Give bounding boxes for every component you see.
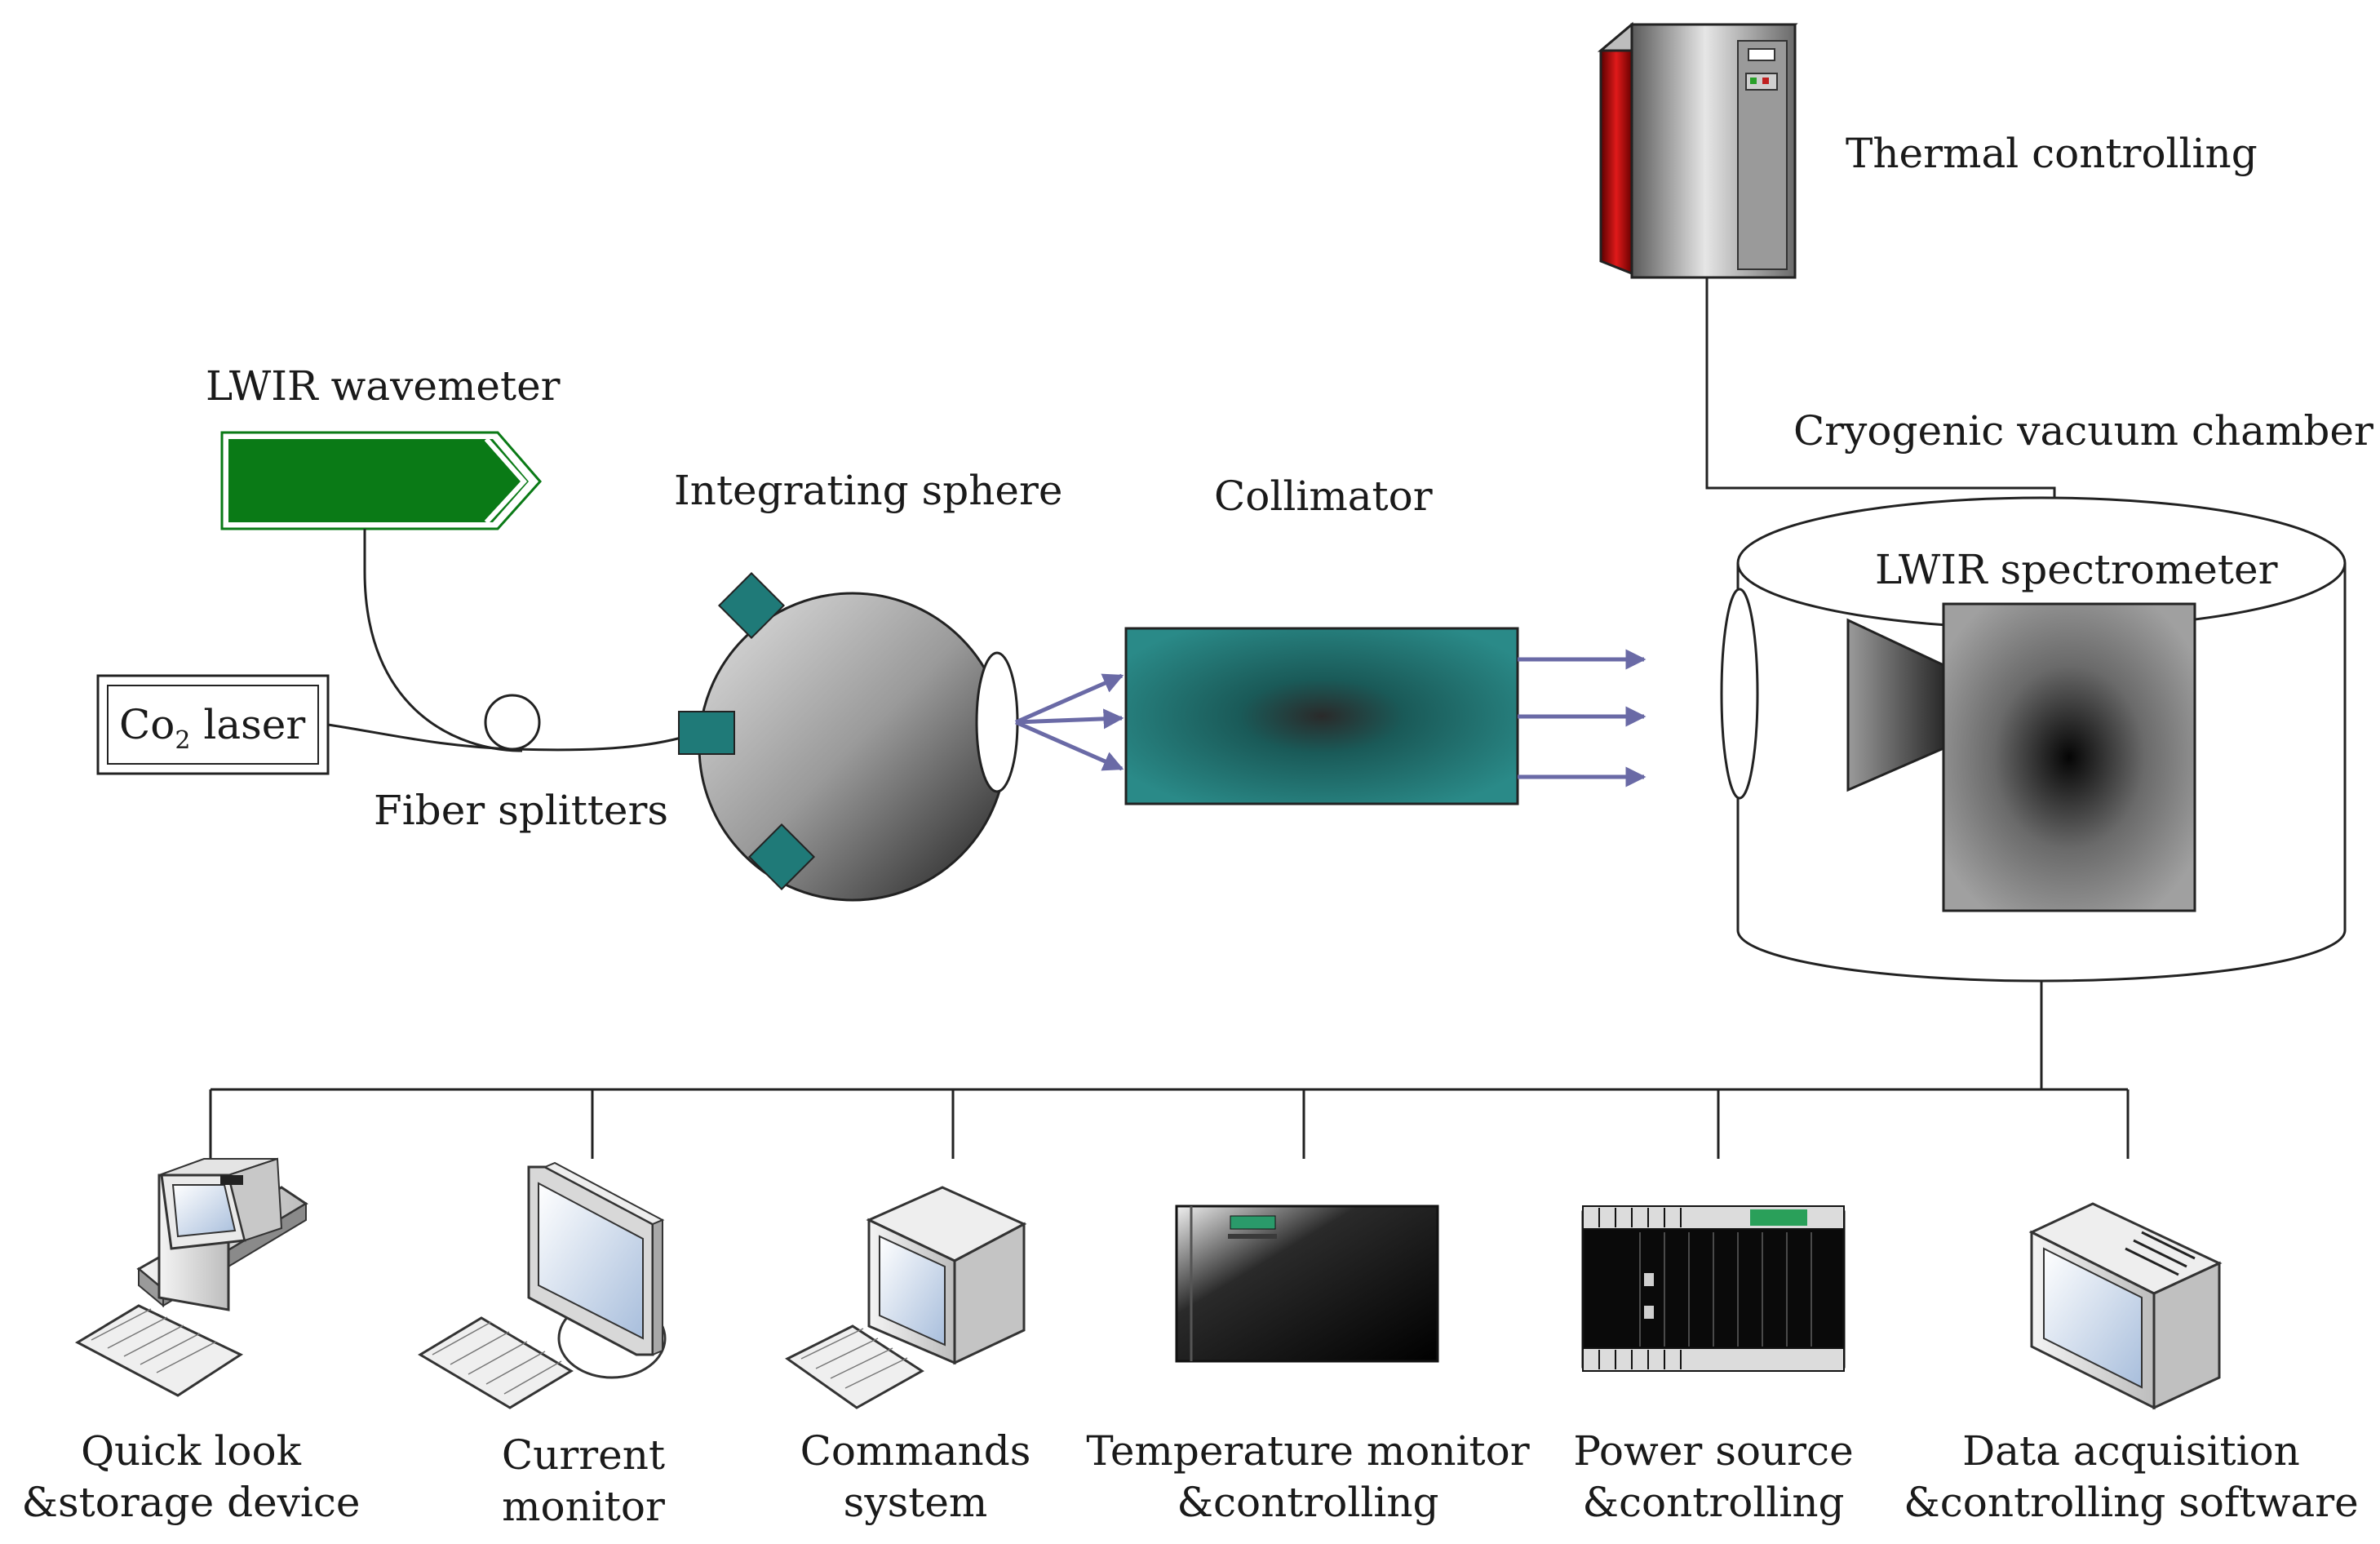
lcd-monitor-icon	[418, 1161, 667, 1409]
sphere-port-top	[717, 571, 786, 640]
crt-computer-icon	[785, 1186, 1027, 1409]
fiber-splitters-label: Fiber splitters	[374, 787, 668, 834]
svg-text:Co2 laser: Co2 laser	[119, 701, 305, 755]
laser-label-rest: laser	[190, 701, 305, 748]
device-4-label-line1: Temperature monitor	[1086, 1427, 1529, 1475]
crt-monitor-icon	[2028, 1202, 2223, 1410]
sphere-label: Integrating sphere	[674, 467, 1063, 514]
device-2-label-line2: monitor	[502, 1483, 665, 1530]
laser-label-sub: 2	[175, 726, 190, 755]
sphere-port-bottom	[747, 823, 816, 891]
thermal-cable	[1705, 277, 2056, 499]
device-6-label-line1: Data acquisition	[1962, 1427, 2300, 1475]
desktop-computer-icon	[74, 1157, 308, 1397]
rack-unit-icon	[1175, 1205, 1439, 1363]
device-5-label-line1: Power source	[1573, 1427, 1853, 1475]
sphere-exit-port	[975, 651, 1019, 793]
cryo-chamber-label: Cryogenic vacuum chamber	[1793, 407, 2373, 455]
device-4-label-line2: &controlling	[1177, 1479, 1438, 1526]
device-1-label-line2: &storage device	[22, 1479, 361, 1526]
co2-laser-box: Co2 laser	[96, 674, 330, 775]
collimator-icon	[1124, 627, 1519, 805]
thermal-label: Thermal controlling	[1846, 130, 2258, 177]
collimator-label: Collimator	[1214, 473, 1433, 520]
fiber-splitter-coil	[484, 694, 541, 751]
device-5-label-line2: &controlling	[1582, 1479, 1844, 1526]
device-labels: Quick look &storage device Current monit…	[22, 1427, 2359, 1530]
device-2-label-line1: Current	[502, 1431, 665, 1479]
spectrometer-camera-icon	[1846, 602, 2196, 912]
device-3-label-line1: Commands	[800, 1427, 1031, 1475]
laser-label-main: Co	[119, 701, 175, 748]
device-bus	[209, 982, 2130, 1159]
wavemeter-icon	[220, 431, 542, 530]
input-rays	[1014, 673, 1124, 771]
sphere-port-input	[678, 711, 735, 755]
power-rack-icon	[1581, 1205, 1846, 1372]
device-3-label-line2: system	[844, 1479, 988, 1526]
device-1-label-line1: Quick look	[81, 1427, 302, 1475]
thermal-server-icon	[1597, 21, 1798, 279]
chamber-window	[1720, 588, 1759, 800]
device-6-label-line2: &controlling software	[1904, 1479, 2358, 1526]
wavemeter-label: LWIR wavemeter	[206, 362, 561, 410]
output-rays	[1518, 649, 1646, 788]
spectrometer-label: LWIR spectrometer	[1875, 546, 2278, 593]
integrating-sphere-icon	[678, 571, 1019, 902]
